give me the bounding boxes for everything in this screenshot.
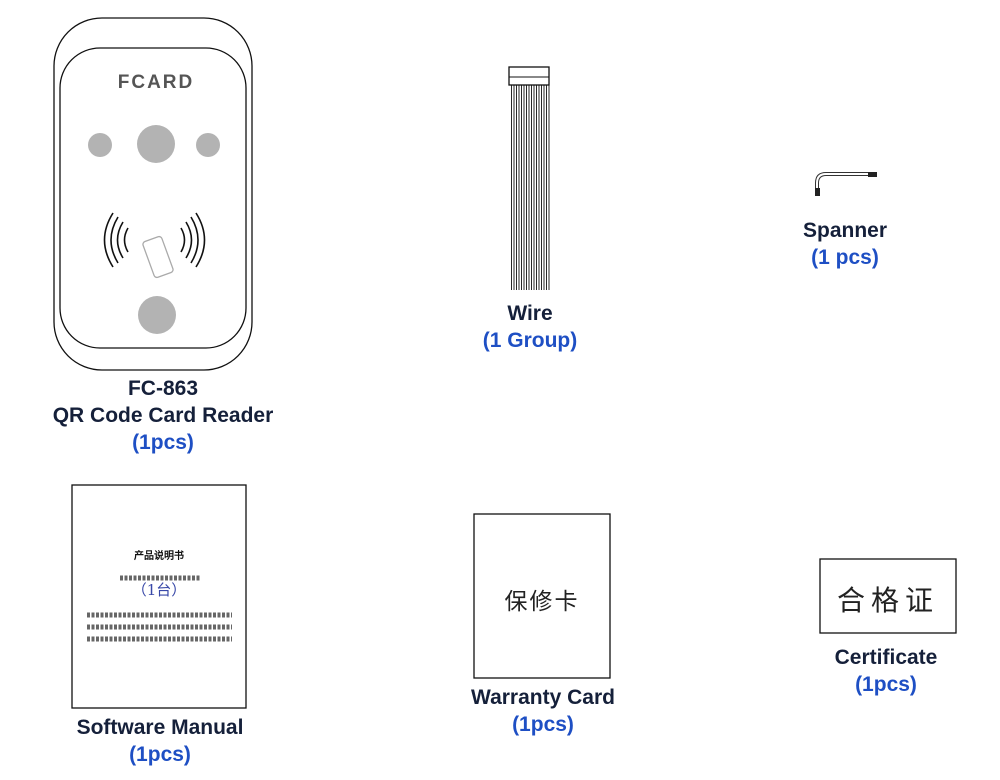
item-name: QR Code Card Reader [52,404,274,427]
item-name: Spanner [802,219,888,242]
certificate-icon [819,558,957,634]
hex-key-icon [815,172,877,196]
item-name: Wire [507,302,553,325]
wire-harness-icon [508,66,550,290]
item-qty: (1 pcs) [811,246,879,269]
item-spanner: Spanner (1 pcs) [765,217,925,271]
card-reader-icon [53,17,253,371]
item-name: Certificate [834,646,938,669]
item-wire: Wire (1 Group) [430,300,630,354]
item-certificate: Certificate (1pcs) [786,644,986,698]
item-qty: (1 Group) [482,329,578,352]
item-model: FC-863 [127,377,199,400]
certificate-text: 合格证 [836,584,939,617]
item-warranty-card: Warranty Card (1pcs) [430,684,656,738]
item-qty: (1pcs) [132,431,194,454]
item-manual: Software Manual (1pcs) [40,714,280,768]
manual-cover-qty: （1台） [131,581,187,599]
item-name: Software Manual [76,716,244,739]
warranty-card-icon [473,513,611,679]
reader-brand-logo: FCARD [117,72,195,93]
item-card-reader: FC-863 QR Code Card Reader (1pcs) [20,375,306,456]
item-qty: (1pcs) [855,673,917,696]
item-qty: (1pcs) [129,743,191,766]
item-name: Warranty Card [471,686,615,709]
warranty-card-text: 保修卡 [504,589,580,615]
item-qty: (1pcs) [512,713,574,736]
manual-cover-title: 产品说明书 [134,551,184,562]
manual-icon [71,484,247,709]
